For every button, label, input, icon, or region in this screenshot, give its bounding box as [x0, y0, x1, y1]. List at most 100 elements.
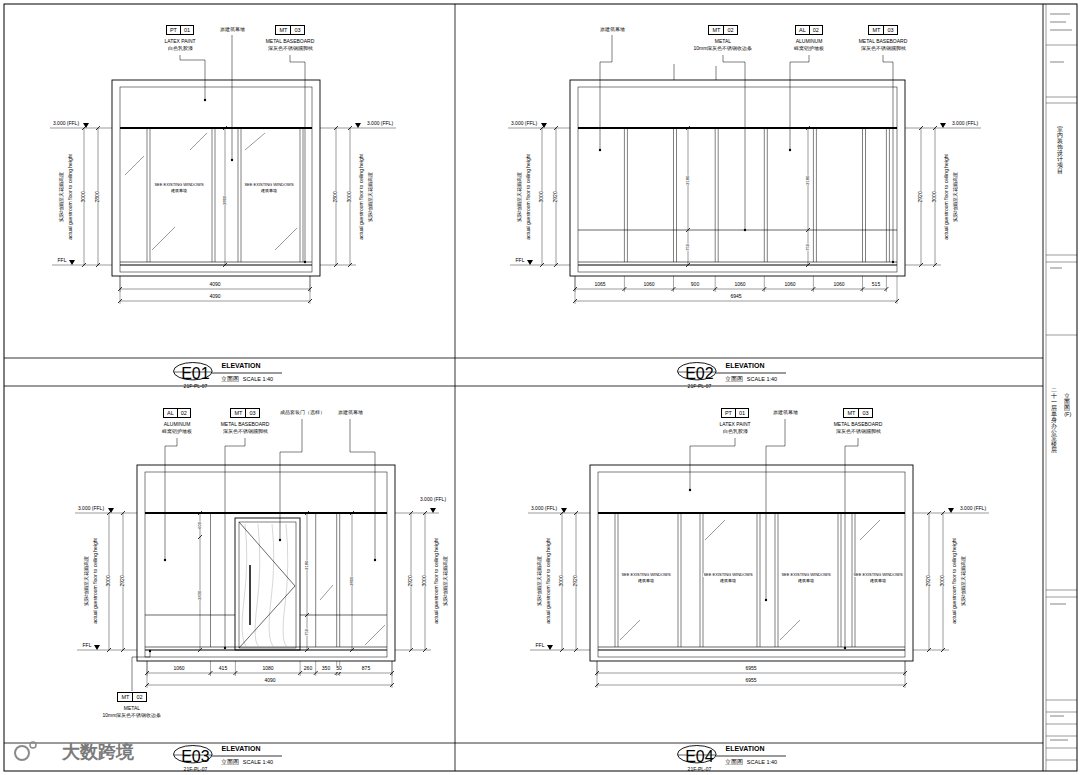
material-tag: MT02: [708, 25, 737, 35]
mullion: [813, 128, 814, 262]
title-strip-rule: [1046, 597, 1077, 598]
mullion: [210, 513, 211, 647]
watermark-icon: [15, 746, 29, 760]
wall-outline: [112, 80, 320, 276]
material-tag: MT03: [275, 25, 304, 35]
vertical-annotation: 2800: [95, 191, 101, 202]
tag-text: 02: [133, 693, 145, 701]
title-strip-rule: [1046, 97, 1077, 98]
wood-grain: [242, 524, 247, 647]
title-underline: [716, 373, 786, 374]
annotation-label: 4090: [209, 294, 220, 300]
level-marker: [561, 508, 567, 513]
annotation-label: METAL BASEBOARD: [859, 39, 908, 45]
view-title: ELEVATION: [725, 362, 764, 370]
vertical-annotation: 实际地面至天花面高度: [368, 172, 374, 222]
leader-line: [690, 438, 735, 490]
tag-text: 03: [884, 26, 896, 34]
vertical-annotation: 实际地面至天花面高度: [84, 556, 90, 606]
glass-hatch: [125, 156, 144, 175]
floor-line: [578, 264, 897, 265]
leader-dot: [765, 599, 767, 601]
tag-text: 01: [736, 409, 748, 417]
tag-text: PT: [722, 409, 736, 417]
mullion: [300, 128, 301, 262]
annotation-label: 10mm深灰色不锈钢收边条: [694, 46, 753, 52]
vertical-annotation: 2920: [573, 575, 579, 586]
extension-line: [764, 276, 765, 292]
vertical-annotation: 3000: [539, 191, 545, 202]
door-pattern: [239, 522, 295, 648]
leader-dot: [279, 539, 281, 541]
annotation-label: 3.000 (FFL): [960, 506, 986, 512]
level-line: [530, 650, 590, 651]
mullion: [855, 513, 856, 647]
annotation-label: 立面图: [221, 376, 239, 383]
level-marker: [83, 123, 89, 128]
title-strip-fineprint: [1050, 21, 1066, 22]
vertical-annotation: 2180: [806, 176, 811, 185]
dimension-tick: [198, 648, 202, 652]
vertical-annotation: 3000: [559, 575, 565, 586]
tag-text: 21F-PL-07: [184, 383, 208, 389]
dimension-line: [147, 685, 392, 686]
vertical-annotation: 实际地面至天花面高度: [443, 556, 449, 606]
annotation-label: 4090: [264, 678, 275, 684]
tag-text: 21F-PL-07: [184, 766, 208, 772]
extension-line: [310, 276, 311, 304]
mullion: [147, 128, 148, 262]
annotation-label: 260: [304, 666, 312, 672]
wall-outline: [570, 80, 905, 276]
baseboard-line: [120, 262, 312, 263]
vertical-annotation: actual guestroom floor to ceiling height: [546, 538, 552, 624]
panel-joint: [578, 230, 897, 231]
door-leaf: [239, 522, 296, 648]
material-tag: PT01: [721, 408, 749, 418]
annotation-label: METAL: [124, 706, 140, 712]
dimension-tick: [198, 535, 202, 539]
mullion: [841, 513, 842, 647]
mullion: [303, 128, 304, 262]
annotation-label: 成品套装门（选样）: [280, 410, 325, 416]
tag-text: MT: [231, 409, 246, 417]
extension-line: [235, 661, 236, 676]
vertical-annotation: actual guestroom floor to ceiling height: [944, 154, 950, 240]
dimension-tick: [223, 126, 227, 130]
mullion: [150, 128, 151, 262]
annotation-label: 建筑幕墙: [261, 189, 277, 194]
annotation-label: 建筑幕墙: [720, 579, 736, 584]
vertical-annotation: 实际地面至天花面高度: [59, 172, 65, 222]
title-strip-rule: [1046, 103, 1077, 104]
glass-hatch: [780, 620, 800, 640]
mullion: [215, 128, 216, 262]
ceiling-line: [120, 127, 312, 129]
title-strip-rule: [1046, 748, 1077, 749]
leader-line: [232, 35, 233, 160]
extension-line: [597, 661, 598, 688]
level-line: [77, 650, 137, 651]
annotation-label: 蜂窝铝护墙板: [794, 46, 824, 52]
mullion: [678, 513, 679, 647]
vertical-annotation: actual guestroom floor to ceiling height: [93, 538, 99, 624]
annotation-label: 1060: [173, 666, 184, 672]
dimension-tick: [223, 263, 227, 267]
baseboard-line: [598, 647, 905, 648]
annotation-label: 6945: [730, 294, 741, 300]
extension-line: [886, 276, 887, 292]
glass-hatch: [245, 133, 265, 150]
vertical-annotation: 2430: [198, 591, 203, 600]
floor-line: [120, 264, 312, 265]
title-strip-fineprint: [1050, 267, 1062, 268]
annotation-label: 立面图: [725, 376, 743, 383]
mullion: [718, 128, 719, 262]
title-strip-rule: [1046, 255, 1077, 256]
vertical-annotation: 2920: [408, 575, 414, 586]
level-marker: [430, 508, 436, 513]
title-strip-rule: [1046, 724, 1077, 725]
vertical-annotation: 2800: [333, 191, 339, 202]
tag-text: 03: [291, 26, 303, 34]
leader-line: [132, 651, 150, 691]
ceiling-line: [145, 512, 387, 514]
dimension-tick: [806, 126, 810, 130]
